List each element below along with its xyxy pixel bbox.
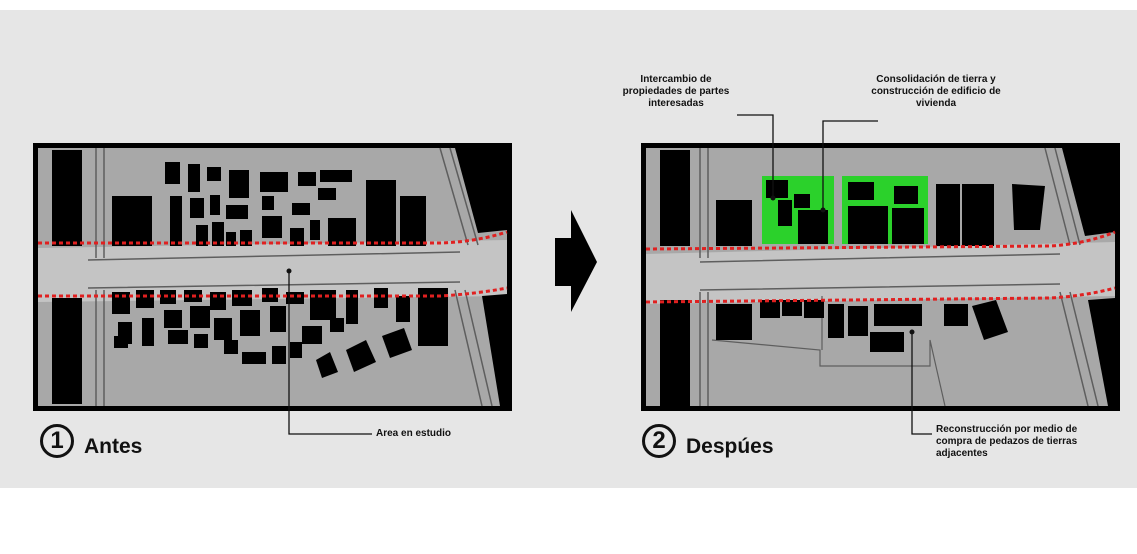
- reconstruction-marker: [909, 329, 915, 335]
- after-study-area-line: [645, 286, 1116, 304]
- before-map: [33, 143, 512, 435]
- after-road-edge: [699, 253, 1061, 291]
- step-title-after: Despúes: [686, 435, 774, 458]
- after-building: [660, 150, 690, 246]
- before-study-area-line: [38, 230, 508, 245]
- after-map: [641, 114, 1120, 435]
- reconstruction-label: Reconstrucción por medio de compra de pe…: [936, 424, 1078, 459]
- before-side-street: [439, 147, 493, 407]
- after-study-area-line: [645, 230, 1116, 251]
- before-building: [455, 148, 507, 233]
- step-number-before: 1: [40, 424, 74, 458]
- after-side-street: [699, 148, 709, 406]
- exchange-leader-line: [737, 114, 774, 198]
- before-building: [482, 294, 507, 406]
- step-number-after: 2: [642, 424, 676, 458]
- reconstruction-leader-line: [911, 332, 932, 435]
- before-road-edge: [87, 251, 461, 289]
- after-building: [1062, 148, 1115, 236]
- before-building: [52, 150, 82, 246]
- before-side-street: [95, 148, 105, 406]
- right-arrow-icon: [555, 210, 597, 312]
- step-title-before: Antes: [84, 435, 143, 458]
- consolidation-marker: [820, 207, 826, 213]
- after-side-street: [1044, 147, 1099, 407]
- consolidation-label: Consolidación de tierra y construcción d…: [871, 74, 1001, 109]
- consolidation-leader-line: [822, 120, 878, 210]
- after-building: [1088, 298, 1115, 406]
- study-area-label: Area en estudio: [376, 428, 452, 439]
- after-north-buildings: [716, 180, 1045, 246]
- after-building: [660, 300, 690, 406]
- study-area-leader-line: [288, 271, 372, 435]
- before-study-area-line: [38, 286, 508, 298]
- before-building: [52, 298, 82, 404]
- after-south-buildings: [716, 300, 1008, 352]
- exchange-label: Intercambio de propiedades de partes int…: [622, 74, 730, 109]
- exchange-marker: [770, 195, 776, 201]
